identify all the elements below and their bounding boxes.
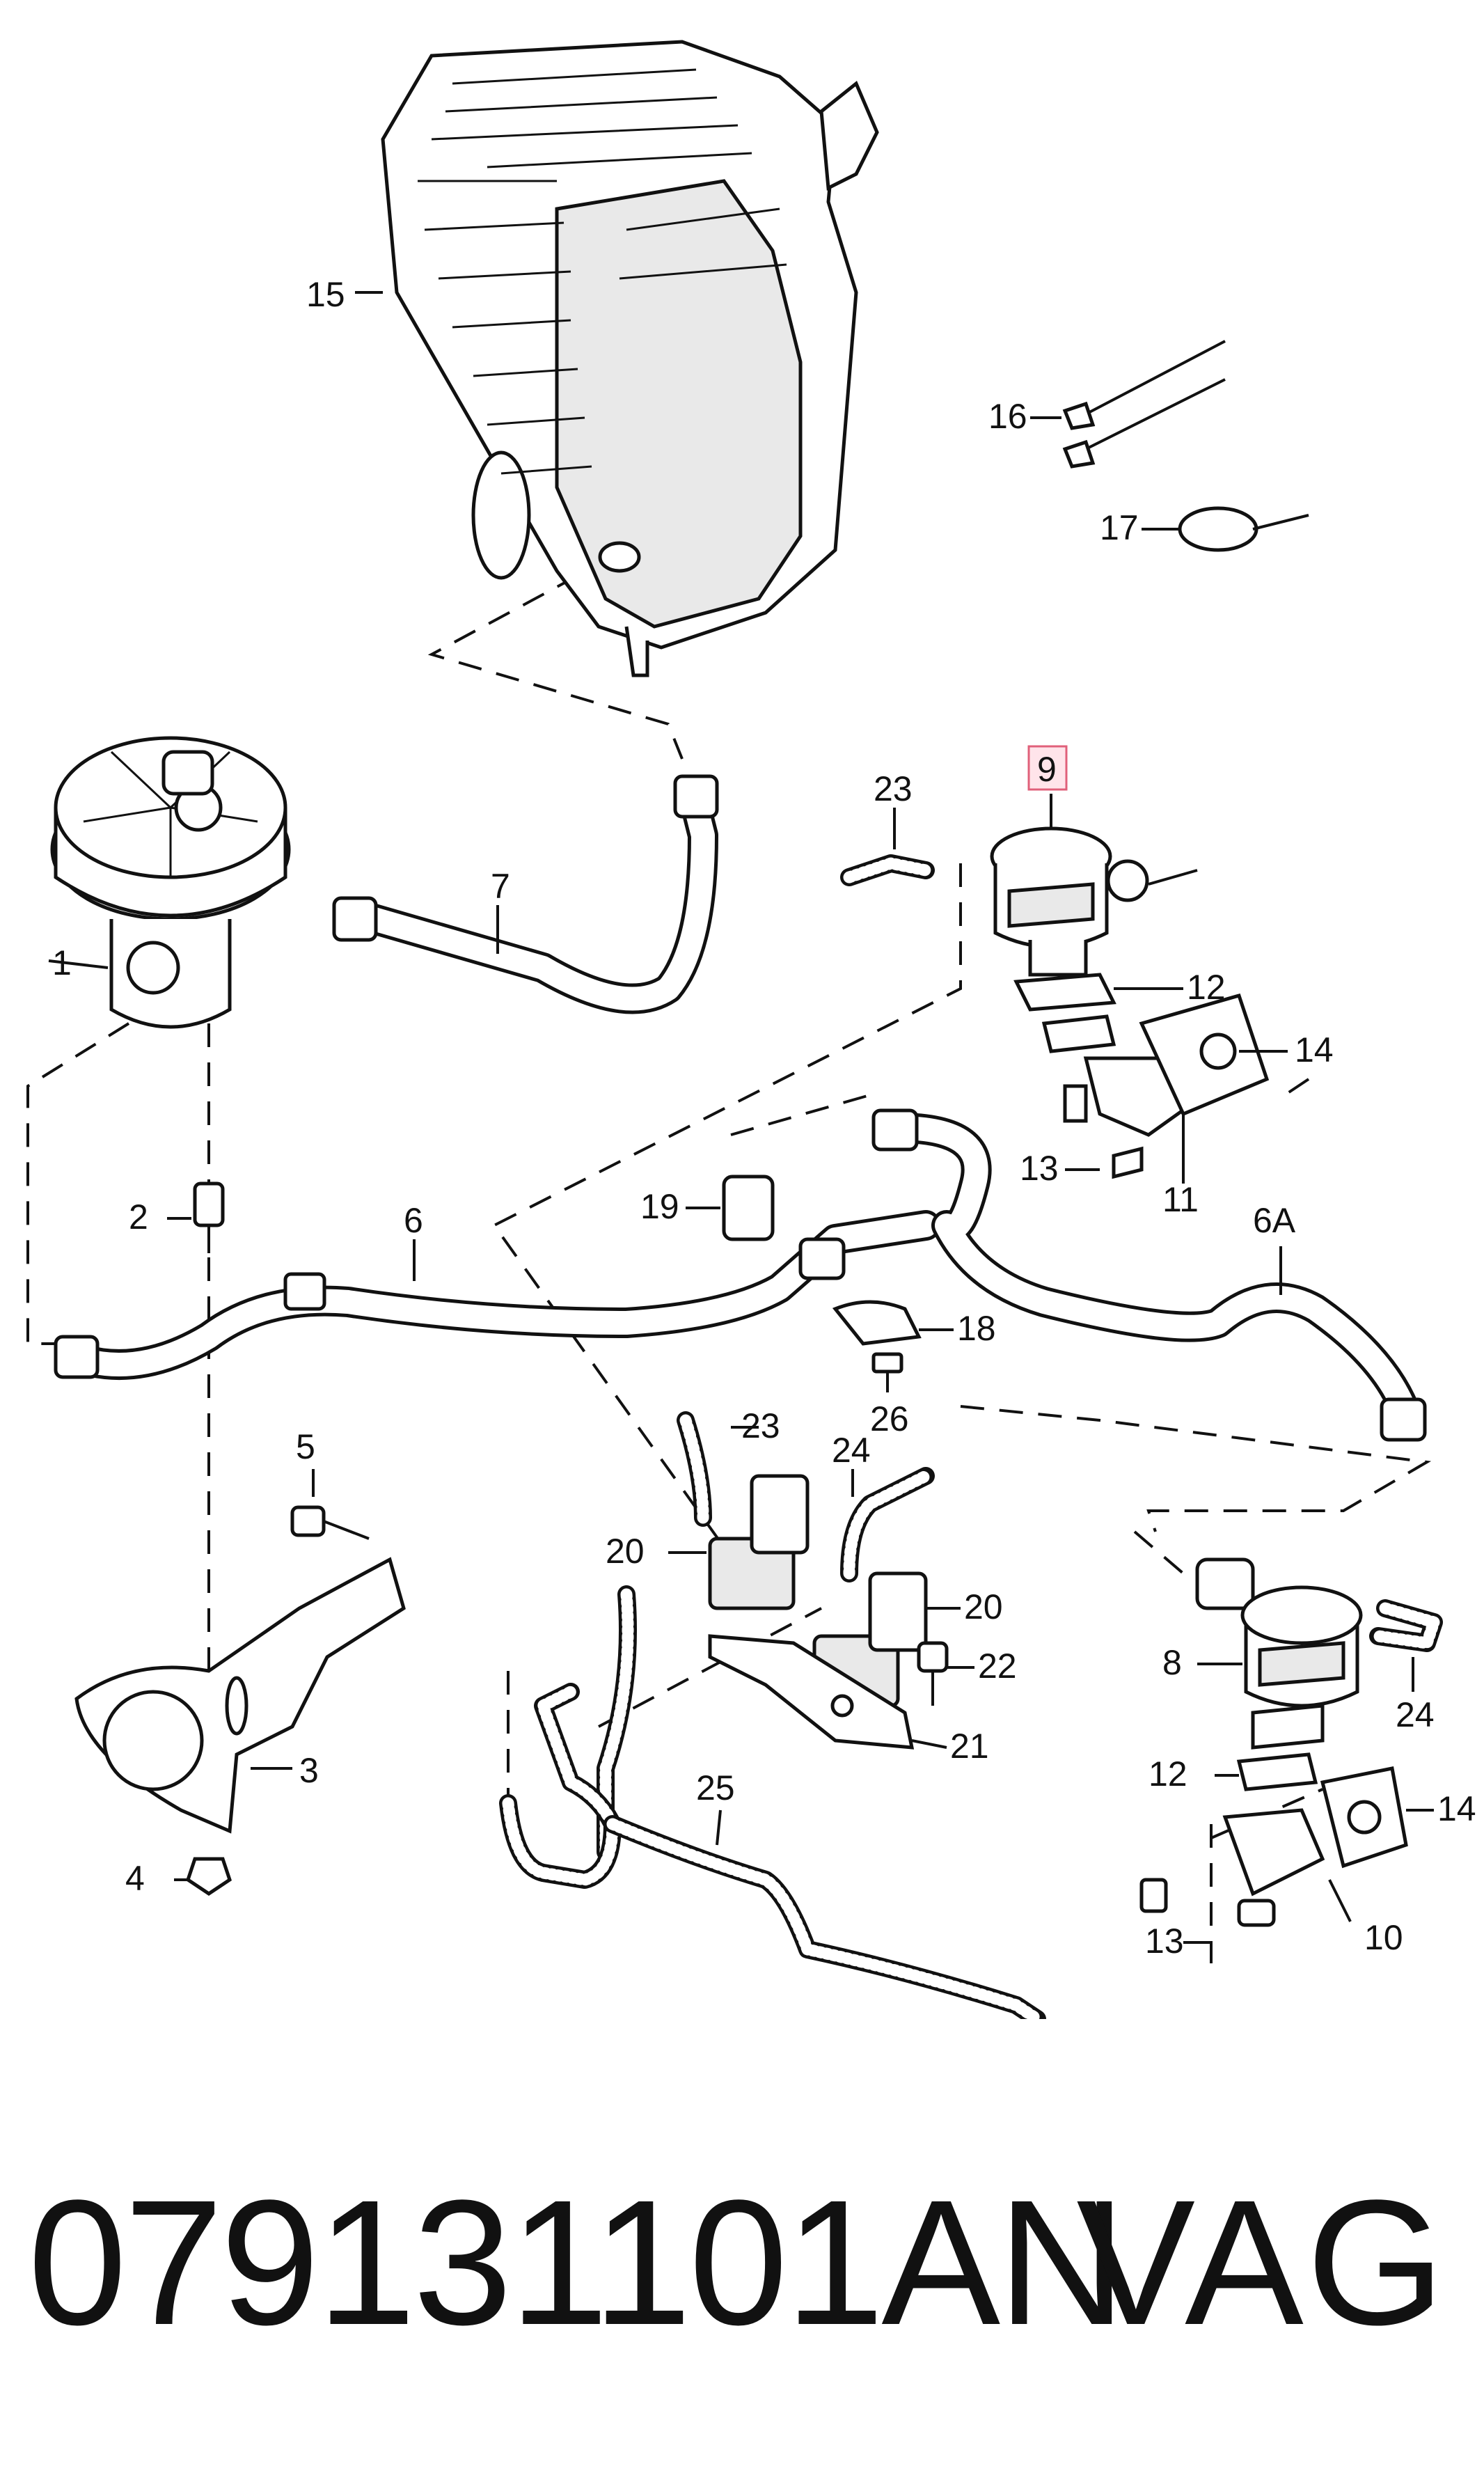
callout-22: 22 — [978, 1647, 1017, 1686]
callout-21: 21 — [950, 1727, 989, 1766]
part-3-bracket — [74, 1557, 406, 1896]
callout-6: 6 — [404, 1201, 423, 1240]
brand-name: VAG — [1076, 2163, 1448, 2362]
callout-14-upper: 14 — [1295, 1030, 1334, 1069]
callout-24-upper: 24 — [832, 1431, 871, 1470]
callout-10: 10 — [1364, 1918, 1403, 1957]
callout-6a: 6A — [1253, 1201, 1296, 1240]
callout-23-lower: 23 — [741, 1406, 780, 1445]
flange-assembly-lower — [1139, 1752, 1434, 1944]
callout-16: 16 — [988, 397, 1027, 436]
part-5-bolt — [290, 1469, 370, 1540]
part-number: 079131101AN — [28, 2163, 1126, 2362]
callout-4: 4 — [125, 1859, 145, 1898]
callout-3: 3 — [299, 1751, 319, 1790]
footer: 079131101AN VAG — [28, 2158, 1462, 2367]
callout-15: 15 — [306, 275, 345, 314]
combination-valve-upper — [990, 794, 1198, 977]
callout-14-lower: 14 — [1437, 1789, 1476, 1828]
air-filter-housing — [355, 40, 879, 677]
part-22-screw — [917, 1641, 974, 1706]
intake-hose — [332, 774, 719, 1014]
callout-13-lower: 13 — [1145, 1922, 1184, 1961]
part-19-connector — [686, 1175, 775, 1241]
callout-11: 11 — [1162, 1180, 1199, 1219]
callout-23-upper: 23 — [874, 769, 913, 808]
combination-valve-lower — [1195, 1557, 1363, 1750]
part-21-bracket — [708, 1634, 947, 1750]
air-hose-6 — [54, 1210, 941, 1380]
callout-8: 8 — [1162, 1643, 1182, 1682]
part-17-hose-clamp — [1142, 506, 1309, 552]
secondary-air-pump — [48, 736, 291, 1029]
callout-9-highlight — [1027, 745, 1068, 791]
part-16-cable-ties — [1030, 340, 1226, 469]
exploded-parts-diagram: 15 16 17 1 7 23 9 12 14 13 11 6A 2 6 19 … — [26, 40, 1476, 2019]
air-hose-6a — [871, 1108, 1427, 1442]
callout-17: 17 — [1100, 508, 1139, 547]
callout-26: 26 — [870, 1399, 909, 1438]
callout-12-upper: 12 — [1187, 968, 1226, 1007]
callout-13-upper: 13 — [1020, 1149, 1059, 1188]
callout-20-lower: 20 — [964, 1587, 1003, 1626]
vacuum-lines — [499, 808, 1443, 2019]
part-2-sensor — [167, 1181, 225, 1253]
callout-9: 9 — [1037, 750, 1057, 789]
part-18-bracket — [832, 1300, 954, 1392]
callout-7: 7 — [491, 867, 510, 906]
callout-labels: 15 16 17 1 7 23 9 12 14 13 11 6A 2 6 19 … — [52, 275, 1476, 1961]
flange-assembly-upper — [1013, 973, 1288, 1184]
callout-12-lower: 12 — [1148, 1754, 1187, 1793]
callout-1: 1 — [52, 943, 72, 982]
callout-18: 18 — [957, 1309, 996, 1348]
callout-24-lower: 24 — [1396, 1695, 1435, 1734]
callout-5: 5 — [296, 1427, 315, 1466]
solenoid-valve-upper — [668, 1474, 810, 1610]
callout-20-upper: 20 — [606, 1532, 645, 1571]
callout-2: 2 — [129, 1197, 148, 1236]
callout-25: 25 — [696, 1768, 735, 1807]
callout-19: 19 — [640, 1187, 679, 1226]
